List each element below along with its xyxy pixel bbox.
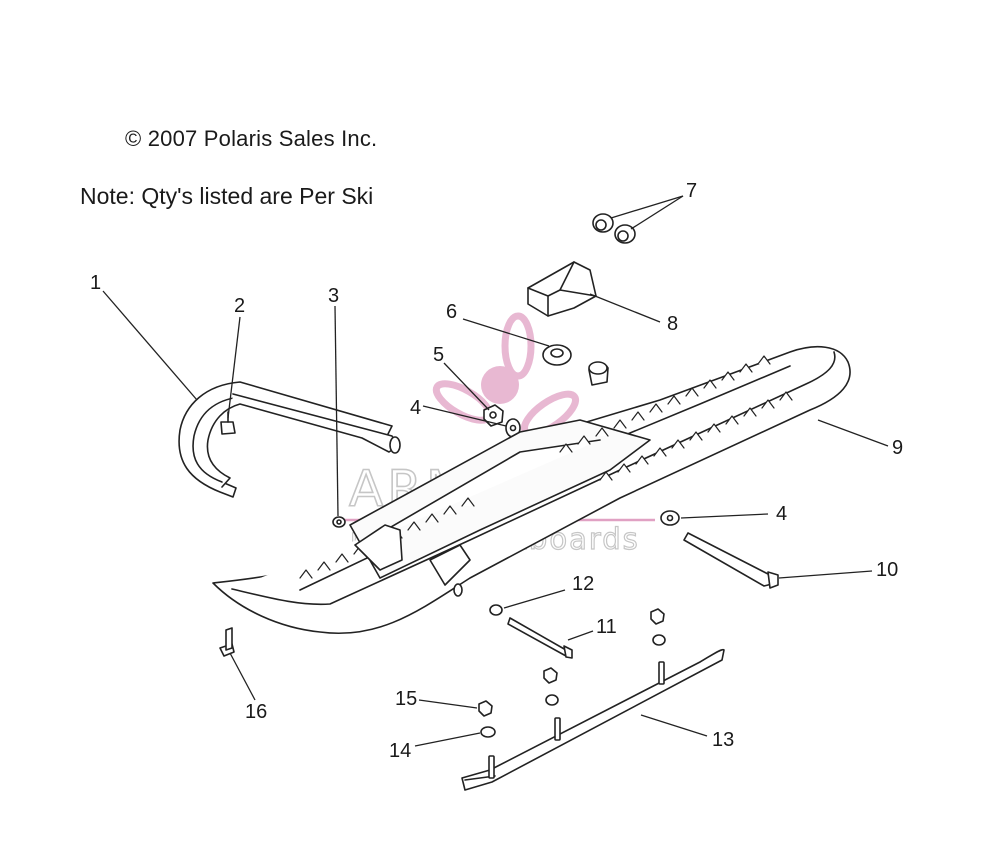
part-ski-body bbox=[212, 346, 851, 635]
callout-5: 5 bbox=[433, 344, 444, 366]
callout-14: 14 bbox=[389, 740, 411, 762]
callout-16: 16 bbox=[245, 701, 267, 723]
part-bolt-11 bbox=[507, 617, 573, 659]
callout-9: 9 bbox=[892, 437, 903, 459]
callout-3: 3 bbox=[328, 285, 339, 307]
part-bushing-6 bbox=[542, 344, 609, 386]
part-washer-4b bbox=[660, 510, 680, 526]
part-nut-5 bbox=[483, 404, 504, 427]
callout-2: 2 bbox=[234, 295, 245, 317]
part-washer-12 bbox=[489, 604, 503, 616]
watermark-hub bbox=[481, 366, 519, 404]
part-bushings bbox=[592, 213, 636, 244]
callout-4a: 4 bbox=[410, 397, 421, 419]
callout-7: 7 bbox=[686, 180, 697, 202]
callout-1: 1 bbox=[90, 272, 101, 294]
part-nut-3 bbox=[332, 516, 346, 528]
part-runner bbox=[461, 648, 725, 791]
part-washer-4a bbox=[505, 418, 521, 438]
part-nut-15 bbox=[478, 700, 493, 717]
leader-lines bbox=[102, 195, 889, 747]
callout-11: 11 bbox=[596, 616, 617, 638]
copyright-text: © 2007 Polaris Sales Inc. bbox=[125, 126, 378, 151]
watermark-blade-top bbox=[501, 312, 535, 380]
part-runner-nuts bbox=[543, 608, 666, 706]
callout-6: 6 bbox=[446, 301, 457, 323]
callout-15: 15 bbox=[395, 688, 417, 710]
ski-tread-teeth bbox=[299, 355, 793, 579]
callout-labels: 1 2 3 4 5 6 7 8 9 4 10 12 11 13 15 14 16 bbox=[90, 180, 903, 762]
part-long-bolt bbox=[683, 532, 779, 589]
callout-10: 10 bbox=[876, 559, 898, 581]
part-bolt-16 bbox=[219, 627, 235, 657]
note-text: Note: Qty's listed are Per Ski bbox=[80, 183, 374, 209]
callout-4b: 4 bbox=[776, 503, 787, 525]
callout-8: 8 bbox=[667, 313, 678, 335]
callout-13: 13 bbox=[712, 729, 734, 751]
part-block bbox=[527, 261, 597, 317]
part-washer-14 bbox=[480, 726, 496, 738]
callout-12: 12 bbox=[572, 573, 594, 595]
part-ski-loop bbox=[178, 381, 401, 498]
